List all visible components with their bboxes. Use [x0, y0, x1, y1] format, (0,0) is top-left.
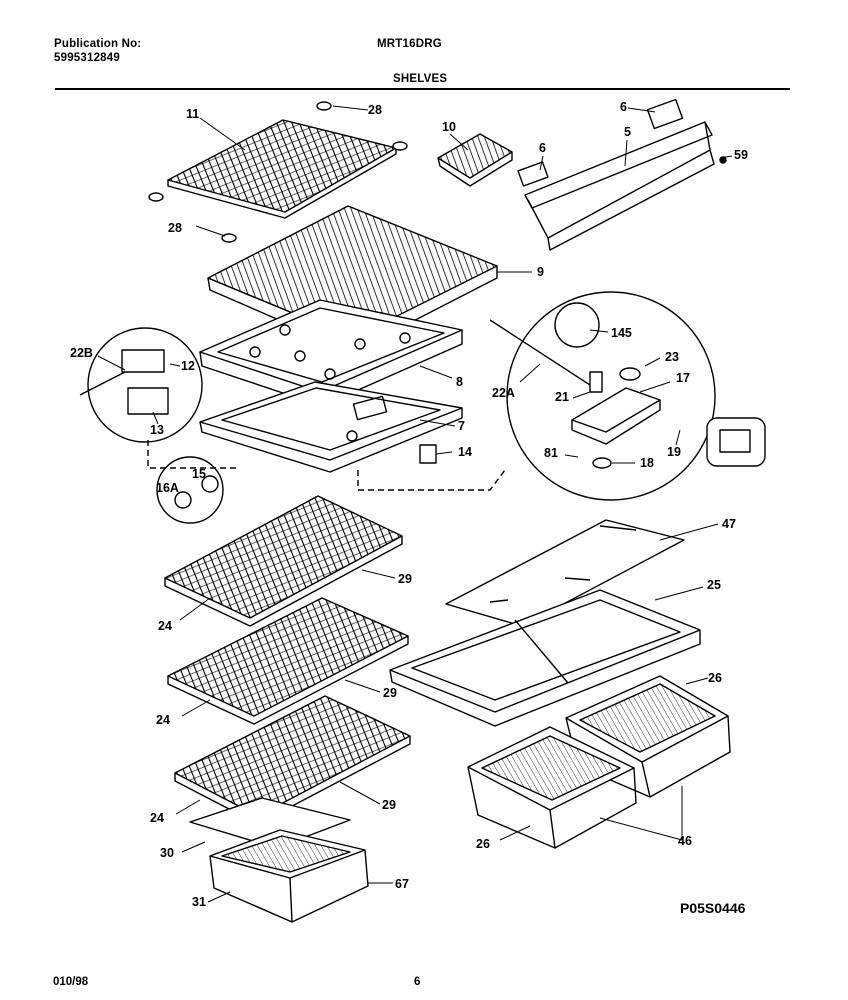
callout-17: 17: [676, 371, 690, 385]
callout-24: 24: [158, 619, 172, 633]
shelf-rail: [524, 121, 715, 251]
callout-24: 24: [150, 811, 164, 825]
crisper-drawer: [565, 675, 731, 798]
callout-24: 24: [156, 713, 170, 727]
callout-145: 145: [611, 326, 632, 340]
model-number: MRT16DRG: [377, 38, 442, 50]
callout-67: 67: [395, 877, 409, 891]
shelf-support-clip: [148, 101, 408, 243]
callout-28: 28: [368, 103, 382, 117]
leader-lines: [147, 440, 506, 491]
callout-11: 11: [186, 107, 199, 121]
meat-pan: [209, 829, 369, 923]
callout-47: 47: [722, 517, 736, 531]
callout-6: 6: [539, 141, 546, 155]
callout-16a: 16A: [156, 481, 179, 495]
callout-18: 18: [640, 456, 654, 470]
callout-19: 19: [667, 445, 681, 459]
callout-15: 15: [192, 467, 206, 481]
callout-31: 31: [192, 895, 206, 909]
crisper-drawer: [467, 726, 637, 849]
callout-81: 81: [544, 446, 558, 460]
callout-29: 29: [382, 798, 396, 812]
callout-14: 14: [458, 445, 472, 459]
callout-28: 28: [168, 221, 182, 235]
publication-number: 5995312849: [54, 52, 120, 64]
pan-cover: [189, 797, 351, 849]
control-detail-right: [489, 291, 716, 501]
callout-22a: 22A: [492, 386, 515, 400]
callout-5: 5: [624, 125, 631, 139]
callout-10: 10: [442, 120, 456, 134]
switch-inset: [706, 417, 766, 467]
crisper-cover-frame: [389, 589, 701, 727]
callout-6: 6: [620, 100, 627, 114]
header-rule: [55, 88, 790, 90]
callout-13: 13: [150, 423, 164, 437]
callout-8: 8: [456, 375, 463, 389]
publication-label: Publication No:: [54, 38, 142, 50]
wire-shelf: [164, 495, 403, 627]
callout-59: 59: [734, 148, 748, 162]
callout-21: 21: [555, 390, 569, 404]
callout-22b: 22B: [70, 346, 93, 360]
callout-25: 25: [707, 578, 721, 592]
callout-23: 23: [665, 350, 679, 364]
wire-shelf: [167, 597, 409, 725]
footer-page-number: 6: [414, 976, 421, 988]
callout-12: 12: [181, 359, 195, 373]
callout-leaders: [97, 105, 733, 903]
diagram-code: P05S0446: [680, 900, 746, 916]
footer-date: 010/98: [53, 976, 89, 988]
shelf-base-frame: [199, 381, 463, 473]
shelf-knob: [419, 444, 437, 464]
glass-shelf-panel: [445, 519, 685, 627]
shelf-frame: [199, 299, 463, 407]
callout-46: 46: [678, 834, 692, 848]
callout-7: 7: [458, 419, 465, 433]
lamp-detail: [156, 456, 224, 524]
callout-29: 29: [398, 572, 412, 586]
callout-labels: 11 28 28 10 6 6 5 59 9 22B 12 13 8 7 14 …: [70, 100, 748, 916]
wire-shelf: [174, 695, 411, 825]
callout-9: 9: [537, 265, 544, 279]
ice-grid-insert: [437, 133, 513, 187]
control-detail-left: [79, 327, 203, 443]
wire-shelf-top: [167, 119, 397, 219]
section-title: SHELVES: [393, 73, 448, 85]
callout-29: 29: [383, 686, 397, 700]
callout-26: 26: [708, 671, 722, 685]
callout-26: 26: [476, 837, 490, 851]
callout-30: 30: [160, 846, 174, 860]
